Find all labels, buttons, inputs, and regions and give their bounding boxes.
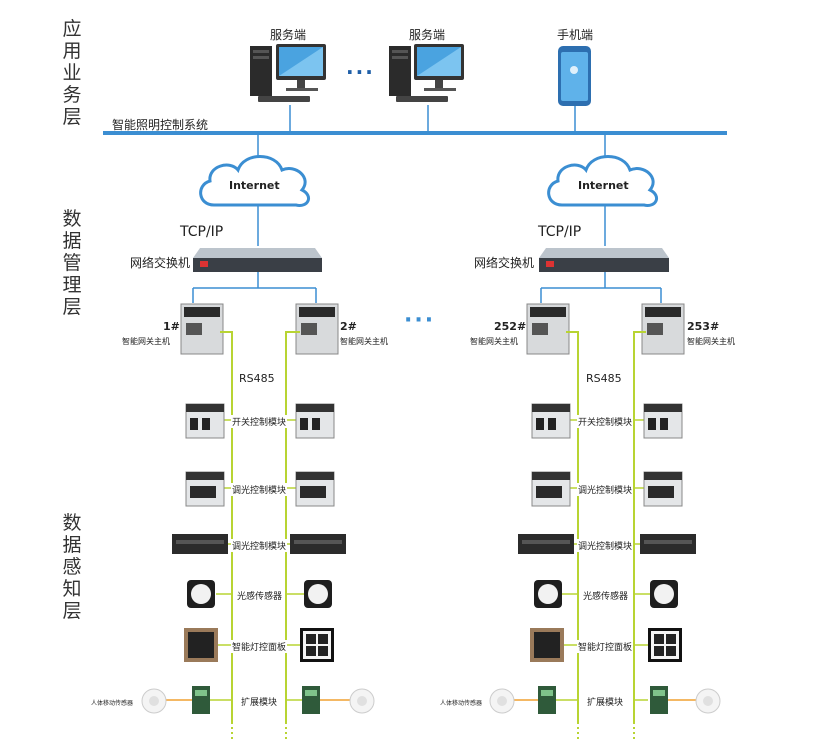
module-label-smart-panel: 智能灯控面板 — [231, 640, 288, 653]
human-motion-sensor-icon — [141, 688, 167, 714]
system-bus-label: 智能照明控制系统 — [112, 118, 209, 132]
server-computer-icon — [250, 44, 326, 102]
gateway-number: 1# — [163, 320, 180, 333]
layer-label-data-management: 数据管理层 — [62, 208, 82, 318]
gateway-number: 2# — [340, 320, 357, 333]
light-sensor-icon — [534, 580, 562, 608]
expansion-module-icon — [192, 686, 210, 714]
rs485-bus-lines — [220, 331, 646, 722]
gateway-host-icon — [526, 303, 570, 355]
switch-control-module-icon — [185, 403, 225, 439]
dimming-control-module-icon — [185, 471, 225, 507]
module-label-smart-panel: 智能灯控面板 — [577, 640, 634, 653]
module-label-dimming-control-2: 调光控制模块 — [231, 539, 288, 552]
gateway-host-icon — [180, 303, 224, 355]
light-sensor-icon — [304, 580, 332, 608]
network-switch-icon — [193, 248, 322, 272]
module-label-dimming-control: 调光控制模块 — [231, 483, 288, 496]
gateway-label: 智能网关主机 — [687, 337, 735, 346]
gateway-number: 253# — [687, 320, 720, 333]
server-computer-icon — [389, 44, 464, 102]
layer-label-data-sensing: 数据感知层 — [62, 512, 82, 622]
internet-cloud-icon — [547, 155, 659, 207]
internet-label-left: Internet — [229, 179, 280, 192]
expansion-module-icon — [538, 686, 556, 714]
servers-ellipsis: ··· — [346, 60, 375, 84]
light-sensor-icon — [650, 580, 678, 608]
rs485-label-right: RS485 — [586, 372, 622, 385]
dimming-control-module-wide-icon — [640, 534, 696, 554]
internet-label-right: Internet — [578, 179, 629, 192]
smart-panel-icon — [184, 628, 218, 662]
smart-panel-icon — [300, 628, 334, 662]
switch-control-module-icon — [643, 403, 683, 439]
smart-panel-icon — [648, 628, 682, 662]
switch-control-module-icon — [531, 403, 571, 439]
human-motion-sensor-icon — [489, 688, 515, 714]
module-label-dimming-control-2: 调光控制模块 — [577, 539, 634, 552]
module-label-dimming-control: 调光控制模块 — [577, 483, 634, 496]
gateways-ellipsis: ··· — [404, 308, 436, 333]
module-label-expansion: 扩展模块 — [240, 695, 279, 708]
light-sensor-icon — [187, 580, 215, 608]
dimming-control-module-icon — [643, 471, 683, 507]
module-label-switch-control: 开关控制模块 — [231, 415, 288, 428]
layer-label-application: 应用业务层 — [62, 18, 82, 128]
switch-control-module-icon — [295, 403, 335, 439]
server-label-2: 服务端 — [409, 28, 446, 42]
expansion-module-icon — [302, 686, 320, 714]
rs485-label-left: RS485 — [239, 372, 275, 385]
dimming-control-module-wide-icon — [172, 534, 228, 554]
module-label-switch-control: 开关控制模块 — [577, 415, 634, 428]
mobile-label: 手机端 — [557, 28, 594, 42]
dimming-control-module-icon — [531, 471, 571, 507]
module-label-expansion: 扩展模块 — [586, 695, 625, 708]
gateway-label: 智能网关主机 — [340, 337, 388, 346]
dimming-control-module-wide-icon — [290, 534, 346, 554]
mobile-phone-icon — [558, 46, 591, 106]
gateway-label: 智能网关主机 — [122, 337, 170, 346]
human-motion-sensor-label: 人体移动传感器 — [91, 700, 134, 707]
switch-label-left: 网络交换机 — [130, 256, 191, 270]
gateway-number: 252# — [494, 320, 527, 333]
expansion-module-icon — [650, 686, 668, 714]
gateway-host-icon — [641, 303, 685, 355]
human-motion-sensor-label: 人体移动传感器 — [440, 700, 483, 707]
tcpip-label-left: TCP/IP — [180, 224, 224, 240]
tcpip-label-right: TCP/IP — [538, 224, 582, 240]
module-label-light-sensor: 光感传感器 — [582, 589, 630, 602]
internet-cloud-icon — [199, 155, 311, 207]
human-motion-sensor-icon — [695, 688, 721, 714]
network-switch-icon — [539, 248, 669, 272]
switch-label-right: 网络交换机 — [474, 256, 535, 270]
gateway-label: 智能网关主机 — [470, 337, 518, 346]
dimming-control-module-icon — [295, 471, 335, 507]
dimming-control-module-wide-icon — [518, 534, 574, 554]
smart-panel-icon — [530, 628, 564, 662]
gateway-host-icon — [295, 303, 339, 355]
human-motion-sensor-icon — [349, 688, 375, 714]
server-label-1: 服务端 — [270, 28, 307, 42]
module-label-light-sensor: 光感传感器 — [236, 589, 284, 602]
